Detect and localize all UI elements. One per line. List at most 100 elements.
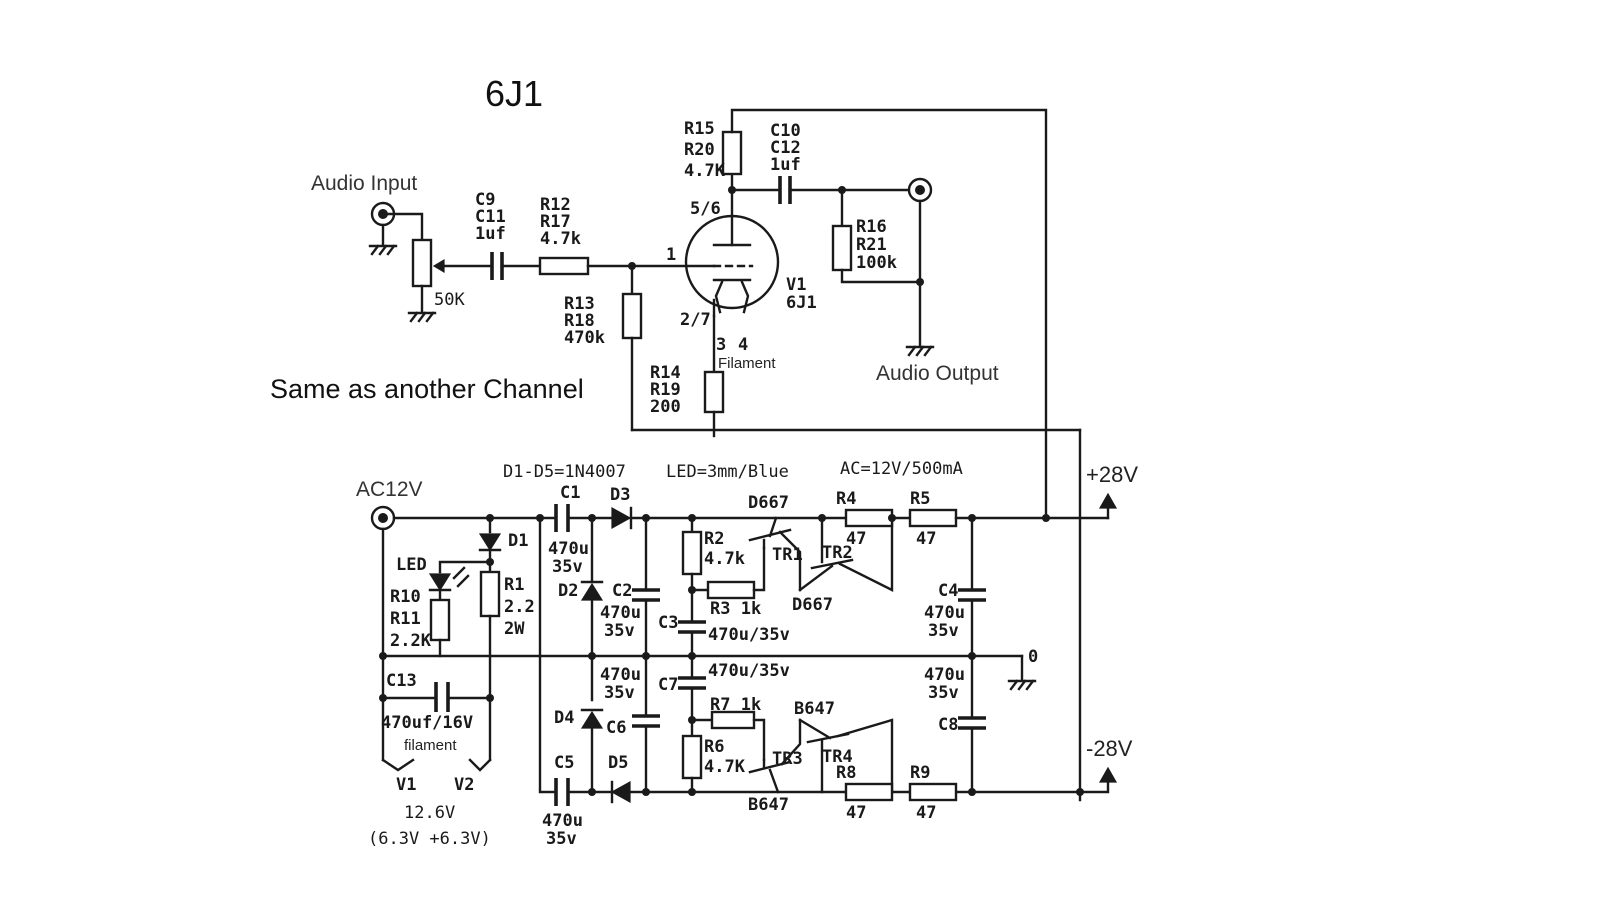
c13-capacitor (434, 682, 450, 712)
r1-label: R1 (504, 575, 524, 595)
r14-value: 200 (650, 397, 681, 417)
c1-label: C1 (560, 483, 580, 503)
fil-total-voltage: 12.6V (404, 803, 455, 823)
r3-label: R3 1k (710, 599, 761, 619)
pin-1: 1 (666, 245, 676, 265)
r9-resistor (908, 782, 958, 802)
r10-label: R10 (390, 587, 421, 607)
c8-label: C8 (938, 715, 958, 735)
tr3-label: TR3 (772, 749, 803, 769)
pot-value: 50K (434, 290, 465, 310)
amp-stage: Audio Input 50K C9 C11 1uf R12 R17 4.7k … (311, 108, 1082, 802)
c13-value: 470uf/16V (381, 713, 473, 733)
ground-symbol (1007, 679, 1037, 691)
r2-resistor (681, 530, 703, 576)
c4-voltage: 35v (928, 621, 959, 641)
pin-4: 4 (738, 335, 748, 355)
minus28-label: -28V (1086, 736, 1133, 761)
c5-label: C5 (554, 753, 574, 773)
power-supply: AC12V C1 470u 35v D3 D2 D4 C (356, 462, 1138, 849)
d4-label: D4 (554, 708, 574, 728)
c1-voltage: 35v (552, 557, 583, 577)
r17-label: R17 (540, 212, 571, 232)
r5-value: 47 (916, 529, 936, 549)
c3-label: C3 (658, 613, 678, 633)
pin-56: 5/6 (690, 199, 721, 219)
pin-3: 3 (716, 335, 726, 355)
ground-symbol (905, 345, 935, 357)
r9-label: R9 (910, 763, 930, 783)
c2-value: 470u (600, 603, 641, 623)
r8-value: 47 (846, 803, 866, 823)
d3-label: D3 (610, 485, 630, 505)
c4-capacitor (958, 588, 986, 602)
r2-value: 4.7k (704, 549, 745, 569)
c6-capacitor (632, 714, 660, 728)
r13-resistor (621, 292, 643, 340)
ground-symbol (368, 244, 398, 256)
r16-value: 100k (856, 253, 897, 273)
r19-label: R19 (650, 380, 681, 400)
led-note: LED=3mm/Blue (666, 462, 789, 482)
ground-symbol (407, 311, 437, 323)
c6-voltage: 35v (604, 683, 635, 703)
r14-label: R14 (650, 363, 681, 383)
diode-note: D1-D5=1N4007 (503, 462, 626, 482)
audio-input-label: Audio Input (311, 172, 417, 195)
filament-tube-label: Filament (718, 355, 776, 372)
d4-diode (580, 710, 604, 729)
r18-label: R18 (564, 311, 595, 331)
d1-label: D1 (508, 531, 528, 551)
c5-value: 470u (542, 811, 583, 831)
r4-value: 47 (846, 529, 866, 549)
d667-top-label: D667 (748, 493, 789, 513)
c6-value: 470u (600, 665, 641, 685)
c2-voltage: 35v (604, 621, 635, 641)
r6-resistor (681, 734, 703, 780)
led-diode (428, 573, 452, 592)
r8-resistor (844, 782, 894, 802)
r12-label: R12 (540, 195, 571, 215)
pot-wiper-arrow (432, 258, 445, 274)
c7-label: C7 (658, 675, 678, 695)
r1-power: 2W (504, 619, 525, 639)
c8-value: 470u (924, 665, 965, 685)
r9-value: 47 (916, 803, 936, 823)
c2-label: C2 (612, 581, 632, 601)
c10-label: C10 (770, 121, 801, 141)
b647-bottom-label: B647 (748, 795, 789, 815)
c4-label: C4 (938, 581, 958, 601)
r15-resistor (721, 130, 743, 176)
r21-label: R21 (856, 235, 887, 255)
d2-label: D2 (558, 581, 578, 601)
c1-capacitor (554, 504, 570, 532)
c5-voltage: 35v (546, 829, 577, 849)
d1-diode (478, 533, 502, 552)
r7-label: R7 1k (710, 695, 761, 715)
diagram-title: 6J1 (485, 73, 543, 114)
c10-value: 1uf (770, 155, 801, 175)
c7-value: 470u/35v (708, 661, 790, 681)
c2-capacitor (632, 588, 660, 602)
fil-v1-label: V1 (396, 775, 416, 795)
r4-label: R4 (836, 489, 856, 509)
tube-name: V1 (786, 275, 806, 295)
c1-value: 470u (548, 539, 589, 559)
filament-psu-label: filament (404, 737, 457, 754)
pin-27: 2/7 (680, 310, 711, 330)
r20-label: R20 (684, 140, 715, 160)
r15-value: 4.7K (684, 161, 726, 181)
d3-diode (611, 506, 632, 530)
r6-label: R6 (704, 737, 724, 757)
c6-label: C6 (606, 718, 626, 738)
r6-value: 4.7K (704, 757, 746, 777)
c7-capacitor (678, 676, 706, 690)
audio-output-label: Audio Output (876, 362, 999, 385)
d2-diode (580, 582, 604, 601)
b647-top-label: B647 (794, 699, 835, 719)
led-label: LED (396, 555, 427, 575)
r4-resistor (844, 508, 894, 528)
d5-diode (610, 780, 631, 804)
c11-label: C11 (475, 207, 506, 227)
